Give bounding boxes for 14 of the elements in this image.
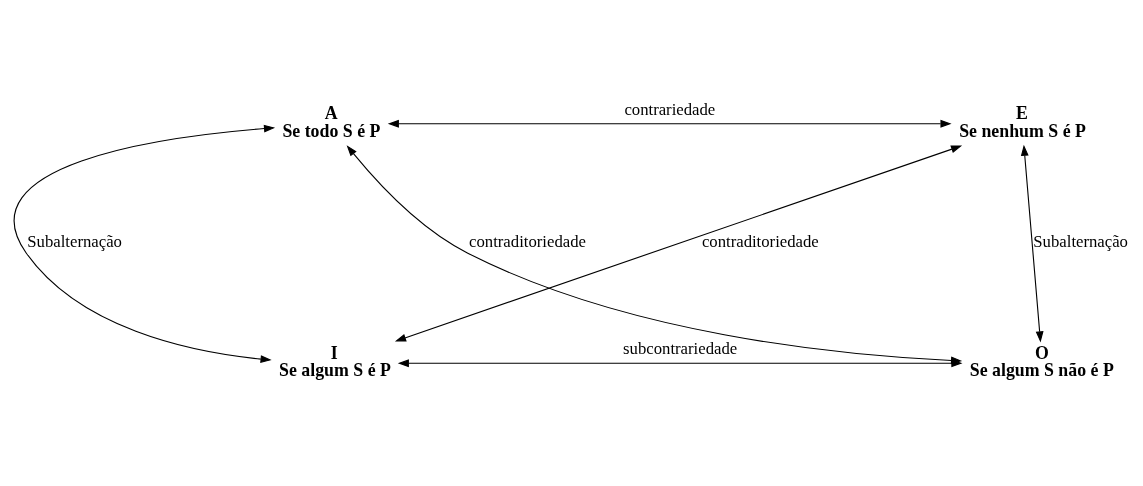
edge-label: Subalternação [27,231,122,251]
edge-label: subcontrariedade [623,338,738,358]
arrow [394,145,963,341]
edge-label: Subalternação [1033,231,1128,251]
arrow [14,124,276,363]
edge-label: contraditoriedade [469,231,586,251]
node-text: I Se algum S é P [279,342,391,380]
edge-label: contraditoriedade [701,231,819,251]
node-text: A Se todo S é P [282,102,381,141]
edge-label: contrariedade [624,99,716,119]
node-text: E Se nenhum S é P [959,102,1086,141]
node-text: O Se algum S não é P [969,342,1114,380]
arrow [1020,144,1044,343]
arrow [387,119,952,128]
